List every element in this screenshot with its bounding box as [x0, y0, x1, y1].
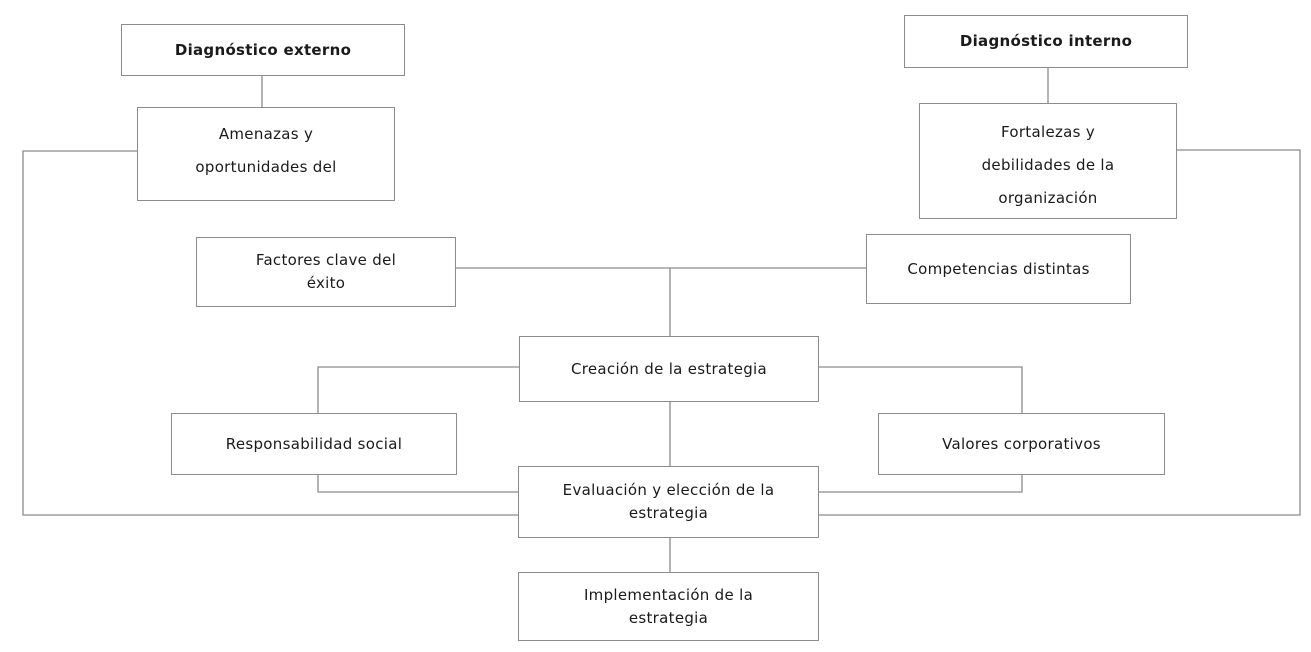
connector-valores-evaluacion — [819, 475, 1023, 493]
competencias-distintas-box: Competencias distintas — [866, 234, 1131, 304]
connector-creacion-responsabilidad — [317, 366, 519, 413]
diagnostico-interno-box: Diagnóstico interno — [904, 15, 1188, 68]
factores-clave-box: Factores clave del éxito — [196, 237, 456, 307]
valores-label: Valores corporativos — [942, 434, 1101, 453]
evaluacion-line-2: estrategia — [628, 504, 709, 522]
diagnostico-interno-label: Diagnóstico interno — [959, 32, 1133, 50]
implementacion-line-2: estrategia — [628, 608, 709, 627]
responsabilidad-label: Responsabilidad social — [225, 434, 403, 453]
diagnostico-externo-label: Diagnóstico externo — [174, 40, 352, 59]
creacion-estrategia-box: Creación de la estrategia — [519, 336, 819, 402]
factores-line-2: éxito — [306, 274, 346, 292]
connector-fortalezas-evaluacion — [819, 149, 1301, 516]
responsabilidad-social-box: Responsabilidad social — [171, 413, 457, 475]
connector-responsabilidad-evaluacion — [317, 475, 518, 493]
creacion-label: Creación de la estrategia — [570, 359, 768, 378]
evaluacion-eleccion-box: Evaluación y elección de la estrategia — [518, 466, 819, 538]
competencias-label: Competencias distintas — [907, 259, 1090, 278]
evaluacion-line-1: Evaluación y elección de la — [562, 481, 775, 499]
diagnostico-externo-box: Diagnóstico externo — [121, 24, 405, 76]
factores-line-1: Factores clave del — [255, 251, 397, 269]
connector-amenazas-evaluacion — [22, 150, 518, 516]
implementacion-estrategia-box: Implementación de la estrategia — [518, 572, 819, 641]
fortalezas-line-2: debilidades de la — [981, 156, 1115, 174]
implementacion-line-1: Implementación de la — [583, 585, 754, 604]
connector-creacion-valores — [819, 366, 1023, 413]
valores-corporativos-box: Valores corporativos — [878, 413, 1165, 475]
amenazas-oportunidades-box: Amenazas y oportunidades del — [137, 107, 395, 201]
amenazas-line-2: oportunidades del — [195, 158, 337, 176]
fortalezas-debilidades-box: Fortalezas y debilidades de la organizac… — [919, 103, 1177, 219]
fortalezas-line-3: organización — [998, 189, 1098, 207]
amenazas-line-1: Amenazas y — [218, 125, 314, 143]
fortalezas-line-1: Fortalezas y — [1000, 123, 1096, 141]
